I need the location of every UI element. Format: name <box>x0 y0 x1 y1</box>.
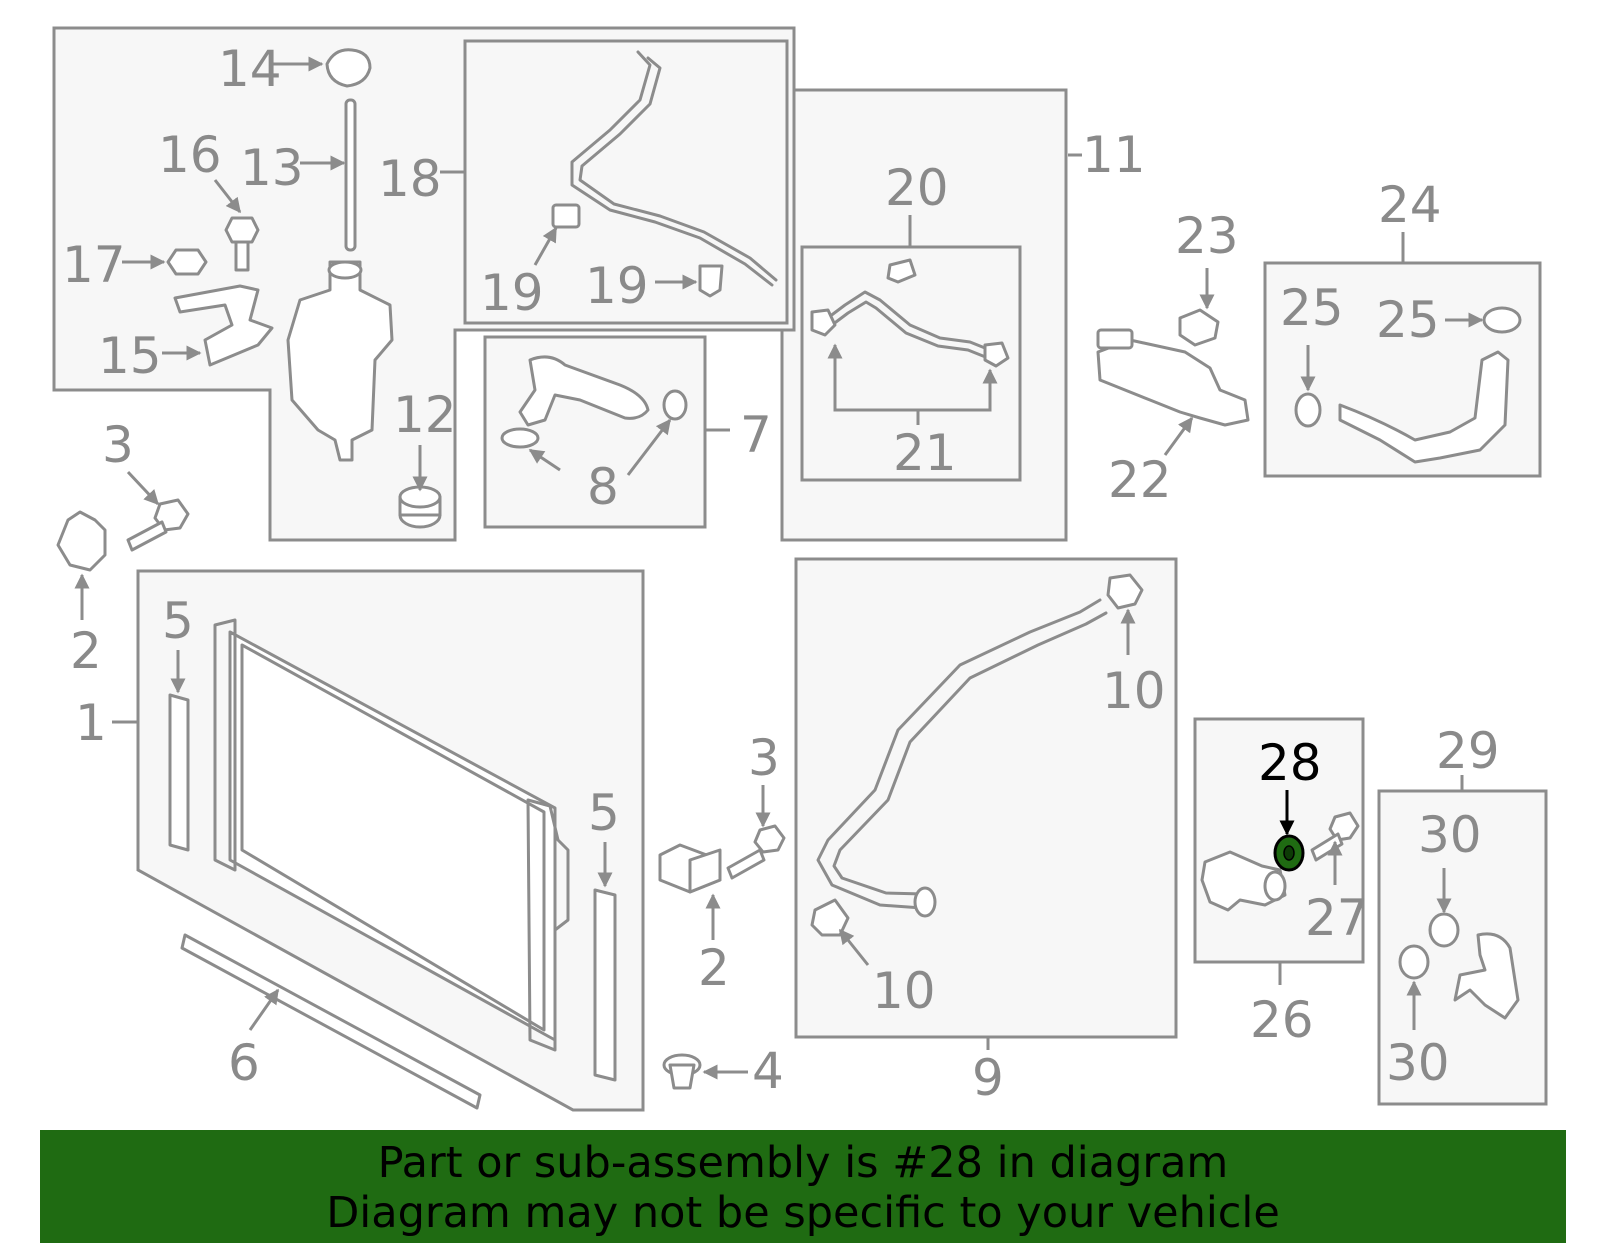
hose-clip-icon <box>698 264 724 298</box>
callout-13: 13 <box>240 139 304 197</box>
side-seal-icon <box>168 693 190 852</box>
banner-line-2: Diagram may not be specific to your vehi… <box>326 1188 1280 1238</box>
info-banner: Part or sub-assembly is #28 in diagram D… <box>40 1130 1566 1243</box>
hose-clamp-icon <box>983 341 1010 368</box>
grommet-icon <box>398 485 442 529</box>
callout-14: 14 <box>218 40 282 98</box>
callout-25a: 25 <box>1280 279 1344 337</box>
leader-8b <box>626 418 672 476</box>
callout-25b: 25 <box>1376 291 1440 349</box>
callout-7: 7 <box>740 406 772 464</box>
overflow-hose-icon <box>570 50 774 287</box>
banner-line-1: Part or sub-assembly is #28 in diagram <box>377 1138 1229 1188</box>
callout-30b: 30 <box>1386 1034 1450 1092</box>
callout-27: 27 <box>1305 889 1369 947</box>
housing-flange-icon <box>1096 328 1134 350</box>
callout-30a: 30 <box>1418 806 1482 864</box>
lower-seal-icon <box>180 933 482 1110</box>
bolt-icon <box>726 824 786 880</box>
retainer-clip-icon <box>662 1053 702 1090</box>
callout-15: 15 <box>98 327 162 385</box>
hose-end-icon <box>913 886 937 918</box>
leader-3a <box>126 470 160 506</box>
lower-hose-icon <box>816 598 1102 910</box>
hose-7-icon <box>518 355 650 427</box>
radiator-icon <box>213 618 570 1052</box>
hose-clamp-icon <box>1482 306 1522 334</box>
leader-21b <box>910 368 998 412</box>
leader-21a <box>827 343 910 412</box>
leader-19a <box>533 226 558 266</box>
hose-clip-icon <box>551 203 581 229</box>
callout-11: 11 <box>1082 126 1146 184</box>
hose-clamp-icon <box>1428 912 1460 948</box>
nut-icon <box>166 248 208 276</box>
overflow-hose-box <box>463 39 789 325</box>
callout-6: 6 <box>228 1034 260 1092</box>
reservoir-tank-icon <box>286 260 394 462</box>
hose-clip-icon <box>886 258 917 284</box>
overflow-hose-edge <box>578 56 778 282</box>
hose-24-icon <box>1338 350 1510 464</box>
callout-9: 9 <box>972 1049 1004 1107</box>
hose-clamp-icon <box>500 427 540 449</box>
bolt-icon <box>126 498 190 552</box>
callout-22: 22 <box>1108 451 1172 509</box>
callout-23: 23 <box>1175 207 1239 265</box>
callout-19b: 19 <box>585 257 649 315</box>
reservoir-neck-icon <box>327 260 363 280</box>
bolt-icon <box>224 216 260 272</box>
callout-12: 12 <box>393 386 457 444</box>
hose-clamp-icon <box>662 389 688 421</box>
callout-2a: 2 <box>70 622 102 680</box>
leader-10b <box>838 928 870 966</box>
callout-19a: 19 <box>480 264 544 322</box>
leader-6 <box>248 988 280 1031</box>
hose-box-20 <box>800 245 1022 482</box>
reservoir-bracket-icon <box>173 284 274 367</box>
callout-28: 28 <box>1258 734 1322 792</box>
mount-bracket-icon <box>56 510 107 572</box>
hose-clamp-icon <box>1106 573 1144 610</box>
callout-26: 26 <box>1250 991 1314 1049</box>
callout-10a: 10 <box>1102 662 1166 720</box>
reservoir-tube-icon <box>344 98 357 252</box>
hose-20-edge <box>826 300 990 360</box>
leader-8a <box>528 448 561 472</box>
callout-5a: 5 <box>162 592 194 650</box>
callout-21: 21 <box>893 424 957 482</box>
hose-20-icon <box>823 290 992 352</box>
callout-20: 20 <box>885 159 949 217</box>
callout-8: 8 <box>587 458 619 516</box>
leader-22 <box>1163 416 1194 456</box>
side-seal-icon <box>593 888 617 1082</box>
reservoir-cap-icon <box>325 48 372 88</box>
hose-clamp-icon <box>1398 944 1430 980</box>
callout-29: 29 <box>1436 722 1500 780</box>
gasket-icon <box>1178 308 1220 347</box>
mount-bracket-icon <box>658 843 722 894</box>
callout-5b: 5 <box>588 784 620 842</box>
callout-10b: 10 <box>872 962 936 1020</box>
callout-24: 24 <box>1378 176 1442 234</box>
callout-3a: 3 <box>102 416 134 474</box>
callout-3b: 3 <box>748 729 780 787</box>
sensor-port-icon <box>1263 870 1287 902</box>
lower-hose-edge <box>832 611 1108 896</box>
highlighted-part-28-hole <box>1283 845 1295 861</box>
hose-clamp-icon <box>810 308 837 337</box>
callout-1: 1 <box>75 694 107 752</box>
callout-16: 16 <box>158 126 222 184</box>
callout-2b: 2 <box>698 939 730 997</box>
callout-4: 4 <box>752 1042 784 1100</box>
thermostat-housing-icon <box>1096 338 1250 427</box>
sensor-housing-icon <box>1200 850 1287 912</box>
hose-clamp-icon <box>1294 392 1322 428</box>
callout-17: 17 <box>62 236 126 294</box>
callout-18: 18 <box>378 150 442 208</box>
lower-hose-box <box>794 557 1178 1039</box>
hose-29-icon <box>1453 932 1520 1020</box>
leader-16 <box>213 179 242 214</box>
